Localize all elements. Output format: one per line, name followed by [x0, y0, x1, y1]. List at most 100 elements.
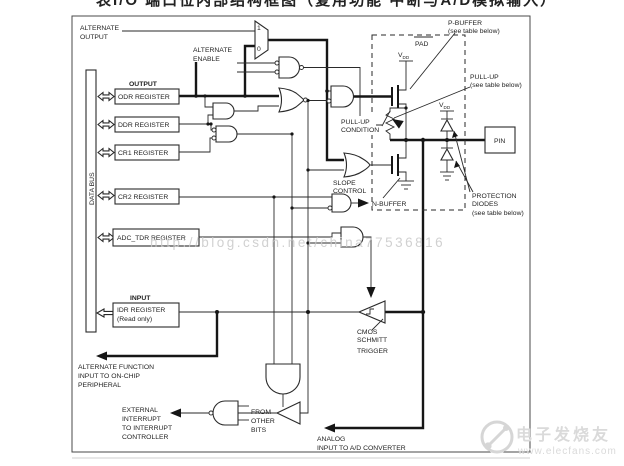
svg-text:OTHER: OTHER [251, 418, 275, 425]
p-buffer-label: P-BUFFER [448, 20, 482, 27]
input-bubble-icon [274, 69, 280, 75]
output-mux [254, 19, 269, 61]
svg-text:TO INTERRUPT: TO INTERRUPT [122, 425, 172, 432]
svg-text:OUTPUT: OUTPUT [80, 34, 108, 41]
svg-text:DIODES: DIODES [472, 201, 499, 208]
elecfans-logo: 电子发烧友 www.elecfans.com [480, 420, 616, 457]
svg-text:VDD: VDD [439, 102, 451, 110]
cr1-register-box [114, 144, 180, 161]
mux-input-1-label: 1 [257, 25, 261, 32]
adc-tdr-register-box [112, 228, 200, 247]
ddr-register-box [114, 116, 180, 133]
svg-text:INTERRUPT: INTERRUPT [122, 416, 161, 423]
bus-arrow-icon [97, 119, 115, 130]
elecfans-brand: 电子发烧友 [516, 425, 611, 444]
data-bus: DATA BUS [85, 69, 115, 333]
adc-tdr-register-label: ADC_TDR REGISTER [117, 235, 186, 242]
bus-arrow-icon [97, 190, 115, 201]
input-bubble-icon [327, 205, 333, 211]
truncated-caption: 表I/O 端口位内部结构框图（复用功能 中断与A/D模拟输入） [96, 0, 546, 8]
text-labels: ALTERNATE OUTPUT ALTERNATE ENABLE P-BUFF… [78, 20, 524, 452]
cmos-schmitt-label: CMOS [357, 329, 378, 336]
input-group-label: INPUT [130, 295, 151, 302]
diagram-border [71, 15, 531, 453]
registers: OUTPUT ODR REGISTER DDR REGISTER CR1 REG… [112, 81, 200, 328]
truncated-caption-text: 表I/O 端口位内部结构框图（复用功能 中断与A/D模拟输入） [96, 0, 546, 8]
output-group-label: OUTPUT [129, 81, 158, 88]
nand-gate [278, 56, 300, 79]
interrupt-arrow [170, 408, 181, 418]
pbuffer-and-gate [330, 85, 354, 108]
protection-diode-bottom [440, 147, 454, 161]
svg-text:VDD: VDD [398, 52, 410, 60]
interrupt-nand-gate [212, 400, 239, 426]
pbuffer-pointer [409, 32, 456, 90]
logic-gates: 1 0 [208, 19, 386, 426]
diode-pointer-head [454, 161, 460, 168]
data-bus-bar [85, 69, 97, 333]
alt-function-label: ALTERNATE FUNCTION [78, 364, 154, 371]
interrupt-and-gate [265, 363, 301, 395]
pull-up-condition-label: PULL-UP CONDITION [339, 116, 379, 135]
output-bubble-icon [299, 65, 304, 70]
bus-arrow-icon [97, 232, 115, 243]
interrupt-buffer [275, 401, 301, 425]
odr-register-box [114, 88, 180, 105]
svg-text:CONTROL: CONTROL [333, 188, 366, 195]
cr2-register-label: CR2 REGISTER [118, 194, 168, 201]
from-other-bits-label: FROM [251, 409, 271, 416]
pad-area: PAD VDD [371, 34, 466, 211]
vdd-symbol: VDD [439, 102, 454, 112]
schmitt-trigger [357, 300, 386, 324]
pullup-pointer [393, 86, 471, 119]
ddr-register-label: DDR REGISTER [118, 122, 169, 129]
and-gate-1 [212, 102, 235, 120]
slope-and-gate [331, 193, 352, 213]
svg-text:BITS: BITS [251, 427, 267, 434]
input-bubble-icon [211, 135, 217, 141]
n-buffer-label: N-BUFFER [372, 201, 406, 208]
elecfans-logo-icon [480, 420, 514, 454]
svg-text:PERIPHERAL: PERIPHERAL [78, 382, 121, 389]
pointer-lines [371, 32, 474, 331]
alt-enable-label: ALTERNATE [193, 47, 232, 54]
idr-readonly-label: (Read only) [117, 316, 152, 323]
nor-gate [278, 87, 305, 113]
nbuffer-or-gate [343, 152, 371, 178]
pull-up-label: PULL-UP [470, 74, 499, 81]
idr-register-label: IDR REGISTER [117, 307, 165, 314]
ground-icon [398, 180, 414, 190]
mux-input-0-label: 0 [257, 46, 261, 53]
svg-text:SCHMITT: SCHMITT [357, 337, 387, 344]
svg-text:PULL-UP: PULL-UP [341, 119, 370, 126]
odr-register-label: ODR REGISTER [118, 94, 170, 101]
junction-dots [194, 89, 449, 315]
svg-text:(see table below): (see table below) [448, 28, 500, 35]
svg-text:(see table below): (see table below) [472, 210, 524, 217]
protection-diodes-label: PROTECTION [472, 193, 517, 200]
pad-label: PAD [415, 41, 429, 48]
svg-text:CONDITION: CONDITION [341, 127, 379, 134]
bus-arrow-icon [97, 147, 115, 158]
svg-text:(see table below): (see table below) [470, 82, 522, 89]
ground-icon [440, 171, 454, 181]
schmitt-enable-arrow [366, 287, 376, 298]
watermark-url: http://blog.csdn.net/china77536816 [150, 235, 445, 250]
idr-register-box [112, 302, 180, 328]
analog-label: ANALOG [317, 436, 345, 443]
vdd-symbol: VDD [398, 52, 413, 62]
cr1-register-label: CR1 REGISTER [118, 150, 168, 157]
hysteresis-icon [366, 308, 374, 315]
pmos-transistor [391, 85, 399, 108]
pad-boundary [371, 34, 466, 211]
nmos-transistor [391, 154, 399, 176]
slope-control-label: SLOPE [333, 180, 356, 187]
svg-text:TRIGGER: TRIGGER [357, 348, 388, 355]
schmitt-pointer [371, 318, 384, 331]
alt-output-label: ALTERNATE [80, 25, 119, 32]
protection-diode-top [440, 118, 454, 132]
svg-text:INPUT TO ON-CHIP: INPUT TO ON-CHIP [78, 373, 140, 380]
svg-text:ENABLE: ENABLE [193, 56, 220, 63]
